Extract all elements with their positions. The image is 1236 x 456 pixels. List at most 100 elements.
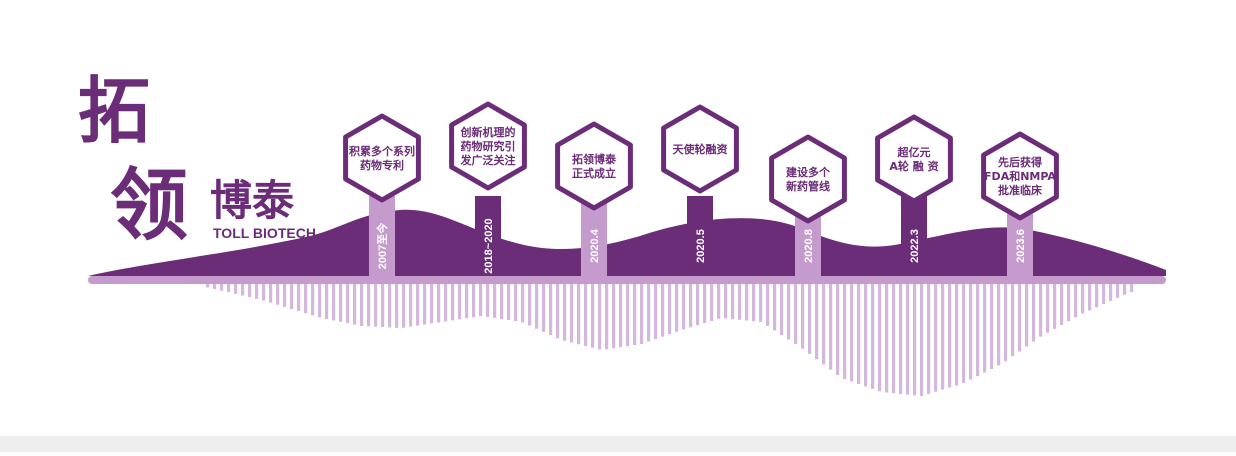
stripe (808, 284, 812, 354)
stripe (360, 284, 364, 326)
stripe (423, 284, 427, 325)
milestone-text-line: 拓领博泰 (572, 152, 617, 166)
stripe (661, 284, 665, 337)
milestone-date: 2007至今 (375, 222, 389, 269)
stripe (633, 284, 637, 346)
stripe (892, 284, 896, 394)
stripe (1053, 284, 1057, 329)
stripe (787, 284, 791, 340)
stripe (444, 284, 448, 322)
stripe (493, 284, 497, 318)
stripe (948, 284, 952, 388)
milestone-date: 2020.4 (589, 228, 601, 263)
stripe (332, 284, 336, 321)
stripe (584, 284, 588, 346)
stripe (304, 284, 308, 314)
stripe (920, 284, 924, 396)
milestone-date: 2020.5 (695, 229, 707, 263)
stripe (437, 284, 441, 323)
milestone-text-line: 先后获得 (998, 155, 1042, 169)
brand-char-1: 拓 (78, 68, 150, 153)
milestone-text-line: 积累多个系列 (349, 144, 415, 158)
stripe (374, 284, 378, 327)
stripe (528, 284, 532, 326)
stripe (521, 284, 525, 323)
stripe (955, 284, 959, 386)
stripe (1074, 284, 1078, 318)
stripe (591, 284, 595, 348)
stripe (759, 284, 763, 322)
stripe (1109, 284, 1113, 301)
stripe (731, 284, 735, 320)
stripe (647, 284, 651, 342)
stripe (752, 284, 756, 322)
ground-line (88, 276, 1166, 284)
stripe (605, 284, 609, 350)
mountain-band (88, 209, 1166, 276)
stripe (864, 284, 868, 387)
stripe (556, 284, 560, 339)
milestone-hexagon (769, 134, 847, 224)
brand-name-cn: 博泰 (210, 176, 295, 225)
stripe (822, 284, 826, 365)
milestone-post (475, 196, 501, 276)
milestone-date: 2023.6 (1015, 229, 1027, 263)
milestone-text-line: 天使轮融资 (673, 142, 728, 156)
stripe (850, 284, 854, 382)
stripe (1067, 284, 1071, 322)
stripe (416, 284, 420, 326)
stripe (899, 284, 903, 394)
stripe (941, 284, 945, 390)
milestone-text-line: FDA和NMPA (984, 169, 1056, 183)
stripe (871, 284, 875, 389)
milestone-hexagon (449, 101, 527, 191)
brand-char-2: 领 (110, 160, 188, 251)
stripe (969, 284, 973, 380)
stripe (598, 284, 602, 350)
stripe (465, 284, 469, 319)
stripe (206, 284, 210, 288)
stripe (486, 284, 490, 317)
stripe (640, 284, 644, 344)
stripe (1032, 284, 1036, 342)
stripe (458, 284, 462, 320)
milestone-text-line: 建设多个 (786, 165, 831, 179)
stripe (227, 284, 231, 293)
stripe (479, 284, 483, 317)
stripe (1081, 284, 1085, 314)
stripe (1088, 284, 1092, 311)
milestone-date: 2022.3 (909, 229, 921, 263)
stripe (1025, 284, 1029, 347)
milestone-text-line: 创新机理的 (460, 125, 516, 139)
stripe (563, 284, 567, 341)
stripe (549, 284, 553, 336)
stripe (241, 284, 245, 296)
milestone-date: 2018~2020 (483, 218, 495, 273)
stripe (255, 284, 259, 299)
stripe (717, 284, 721, 319)
milestone-text-line: 发广泛关注 (460, 153, 516, 167)
stripe (976, 284, 980, 376)
milestone-date: 2020.8 (803, 229, 815, 263)
stripe (927, 284, 931, 394)
stripe (430, 284, 434, 324)
milestone-text-line: 药物专利 (360, 158, 404, 172)
milestone-text-line: 批准临床 (998, 183, 1043, 197)
stripe (346, 284, 350, 324)
stripe (710, 284, 714, 321)
stripe (983, 284, 987, 373)
stripe (472, 284, 476, 318)
stripe (703, 284, 707, 324)
stripe (269, 284, 273, 303)
stripe (780, 284, 784, 335)
stripe (815, 284, 819, 360)
stripe (829, 284, 833, 370)
stripe (297, 284, 301, 312)
stripe (276, 284, 280, 305)
milestone-post (369, 196, 395, 276)
stripe (262, 284, 266, 301)
brand-block: 拓 领 博泰 TOLL BIOTECH (78, 68, 316, 251)
